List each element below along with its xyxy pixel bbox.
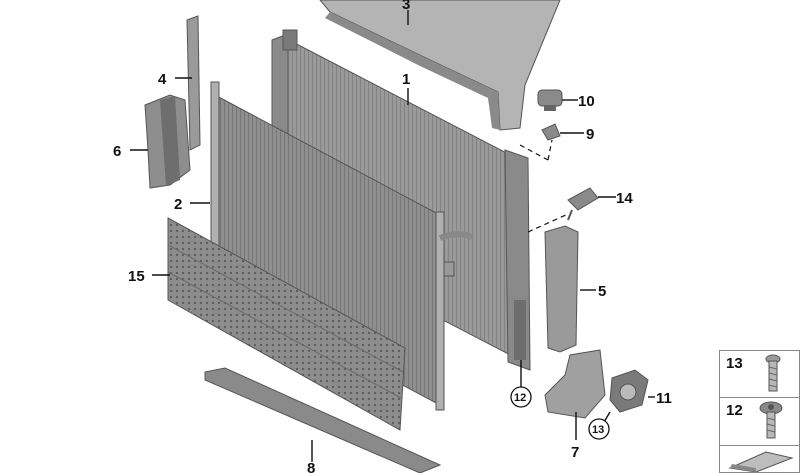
top-carrier-bar [319, 0, 561, 131]
fan-ring [609, 369, 649, 413]
screw-icon [765, 354, 781, 392]
lower-right-bracket [544, 349, 606, 419]
callout-7: 7 [571, 444, 579, 461]
left-air-duct [186, 15, 201, 151]
lower-air-guide [204, 367, 442, 473]
clip [541, 123, 561, 141]
callout-13: 13 [592, 424, 604, 436]
leader-lines [130, 10, 655, 462]
callout-13-circled: 13 [588, 418, 610, 440]
callout-2: 2 [174, 196, 182, 213]
legend-12-number: 12 [726, 402, 743, 419]
callout-9: 9 [586, 126, 594, 143]
top-mount [537, 89, 563, 111]
legend-item-12: 12 [719, 398, 800, 446]
condenser [210, 81, 475, 411]
sensor [567, 187, 599, 221]
left-bracket [144, 94, 191, 189]
callout-12-circled: 12 [510, 386, 532, 408]
legend-item-13: 13 [719, 350, 800, 398]
callout-14: 14 [616, 190, 633, 207]
callout-3: 3 [402, 0, 410, 13]
grille-screen [167, 217, 406, 431]
legend-13-number: 13 [726, 355, 743, 372]
callout-12: 12 [514, 392, 526, 404]
callout-15: 15 [128, 268, 145, 285]
callout-8: 8 [307, 460, 315, 473]
callout-6: 6 [113, 143, 121, 160]
callout-1: 1 [402, 71, 410, 88]
right-air-duct [544, 225, 579, 353]
callout-11: 11 [656, 390, 672, 407]
legend-item-bracket [719, 446, 800, 473]
callout-10: 10 [578, 93, 595, 110]
flange-screw-icon [759, 401, 783, 439]
bracket-part-icon [728, 451, 794, 472]
callout-4: 4 [158, 71, 167, 88]
callout-5: 5 [598, 283, 606, 300]
